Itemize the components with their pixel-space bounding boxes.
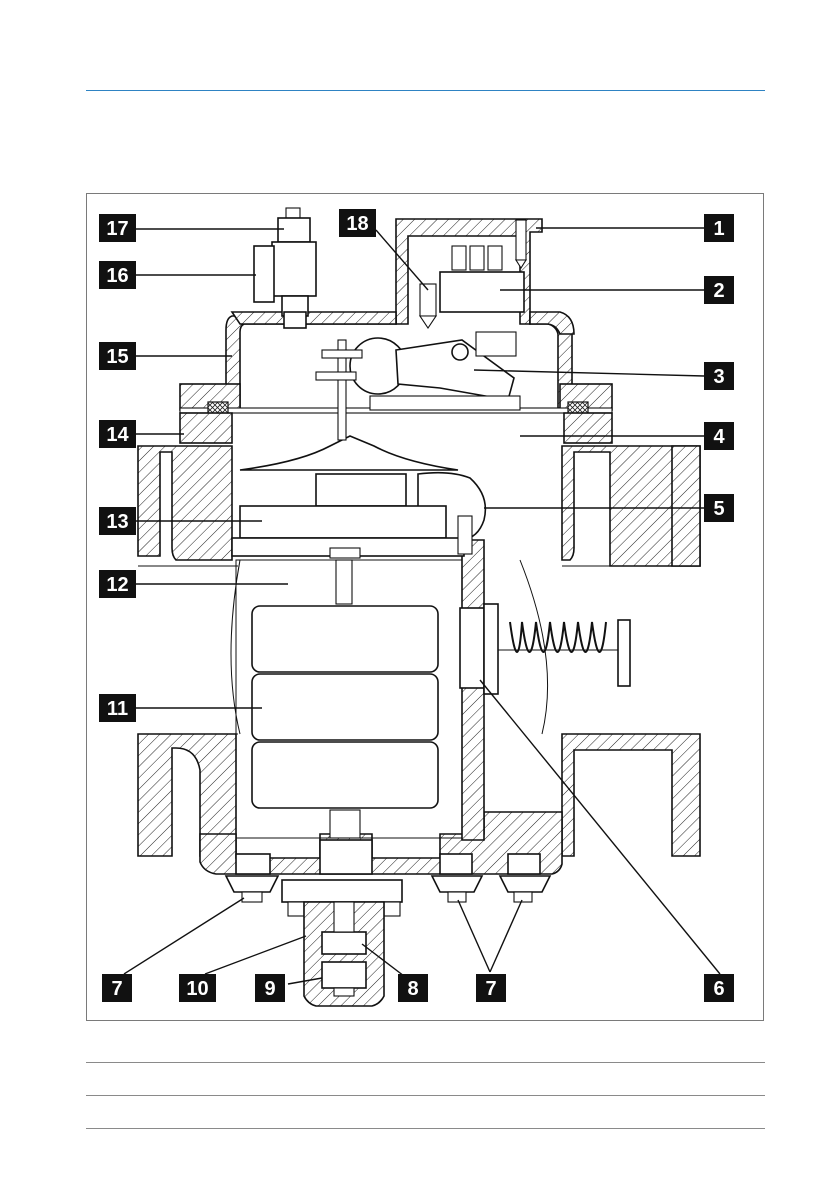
valve-cross-section-diagram: 17 16 15 14 13 12 11 18 1 2 3 4 bbox=[86, 193, 764, 1021]
solenoid-plug bbox=[254, 246, 274, 302]
svg-text:5: 5 bbox=[713, 498, 724, 520]
bottom-flange-bolt-right bbox=[384, 902, 400, 916]
svg-text:1: 1 bbox=[713, 218, 724, 240]
lever-bracket bbox=[370, 396, 520, 410]
bottom-stem bbox=[330, 810, 360, 838]
svg-text:17: 17 bbox=[106, 218, 128, 240]
callout-9: 9 bbox=[255, 974, 285, 1002]
check-valve-cap bbox=[618, 620, 630, 686]
lower-flange-left bbox=[180, 413, 232, 443]
float-rod-top bbox=[330, 548, 360, 558]
svg-text:13: 13 bbox=[106, 511, 128, 533]
callout-7-right: 7 bbox=[476, 974, 506, 1002]
table-rule-2 bbox=[86, 1095, 765, 1096]
svg-text:12: 12 bbox=[106, 574, 128, 596]
small-valve-body bbox=[420, 284, 436, 316]
float-segment-1 bbox=[252, 606, 438, 672]
lever-pivot bbox=[452, 344, 468, 360]
bottom-flange-plate bbox=[282, 880, 402, 902]
callout-15: 15 bbox=[99, 342, 136, 370]
svg-text:15: 15 bbox=[106, 346, 128, 368]
table-rule-3 bbox=[86, 1128, 765, 1129]
check-valve-spring bbox=[510, 622, 606, 652]
float-base-bolt bbox=[458, 516, 472, 554]
float-rod bbox=[336, 560, 352, 604]
callout-2: 2 bbox=[704, 276, 734, 304]
body-center-column bbox=[462, 540, 484, 840]
callout-7-left: 7 bbox=[102, 974, 132, 1002]
svg-text:7: 7 bbox=[485, 978, 496, 1000]
svg-text:16: 16 bbox=[106, 265, 128, 287]
svg-text:2: 2 bbox=[713, 280, 724, 302]
body-right-outer bbox=[672, 446, 700, 566]
check-valve-seat bbox=[460, 608, 484, 688]
callout-4: 4 bbox=[704, 422, 734, 450]
svg-text:14: 14 bbox=[106, 424, 129, 446]
callout-3: 3 bbox=[704, 362, 734, 390]
svg-text:3: 3 bbox=[713, 366, 724, 388]
bottom-nut-lower bbox=[322, 962, 366, 988]
svg-text:10: 10 bbox=[186, 978, 208, 1000]
callout-5: 5 bbox=[704, 494, 734, 522]
switch-support bbox=[476, 332, 516, 356]
callout-12: 12 bbox=[99, 570, 136, 598]
upper-housing-right-top bbox=[530, 312, 574, 334]
lower-flange-right bbox=[564, 413, 612, 443]
callout-1: 1 bbox=[704, 214, 734, 242]
callout-10: 10 bbox=[179, 974, 216, 1002]
flow-outline-right bbox=[520, 560, 548, 734]
solenoid-coil bbox=[272, 242, 316, 296]
float-segment-2 bbox=[252, 674, 438, 740]
callout-13: 13 bbox=[99, 507, 136, 535]
svg-text:7: 7 bbox=[111, 978, 122, 1000]
terminal-3 bbox=[488, 246, 502, 270]
bottom-center-column bbox=[320, 840, 372, 874]
microswitch-block bbox=[440, 272, 524, 312]
terminal-1 bbox=[452, 246, 466, 270]
callout-16: 16 bbox=[99, 261, 136, 289]
callout-17: 17 bbox=[99, 214, 136, 242]
float-plate bbox=[240, 506, 446, 538]
check-valve-disc bbox=[484, 604, 498, 694]
valve-disc bbox=[240, 436, 458, 470]
callout-8: 8 bbox=[398, 974, 428, 1002]
small-valve-tip bbox=[420, 316, 436, 328]
callout-14: 14 bbox=[99, 420, 136, 448]
svg-text:11: 11 bbox=[107, 698, 128, 720]
callout-6: 6 bbox=[704, 974, 734, 1002]
guide-block bbox=[316, 474, 406, 506]
lever-stop bbox=[322, 350, 362, 358]
bottom-nut-upper bbox=[322, 932, 366, 954]
terminal-2 bbox=[470, 246, 484, 270]
valve-drawing bbox=[138, 208, 700, 1006]
header-rule bbox=[86, 90, 765, 91]
table-rule-1 bbox=[86, 1062, 765, 1063]
svg-text:8: 8 bbox=[407, 978, 418, 1000]
upper-housing-top bbox=[232, 312, 396, 324]
float-segment-3 bbox=[252, 742, 438, 808]
bottom-spindle bbox=[334, 902, 354, 932]
svg-text:4: 4 bbox=[713, 426, 725, 448]
bottom-nut-cap bbox=[334, 988, 354, 996]
callout-18: 18 bbox=[339, 209, 376, 237]
callout-11: 11 bbox=[99, 694, 136, 722]
svg-text:18: 18 bbox=[346, 213, 368, 235]
solenoid-fitting bbox=[284, 312, 306, 328]
solenoid-cap bbox=[286, 208, 300, 218]
body-left-wall bbox=[138, 446, 232, 560]
svg-text:6: 6 bbox=[713, 978, 724, 1000]
cover-screw bbox=[516, 220, 526, 260]
body-right-lower bbox=[562, 734, 700, 856]
svg-text:9: 9 bbox=[264, 978, 275, 1000]
solenoid-nut bbox=[278, 218, 310, 242]
lever-stop-2 bbox=[316, 372, 356, 380]
bottom-flange-bolt-left bbox=[288, 902, 304, 916]
